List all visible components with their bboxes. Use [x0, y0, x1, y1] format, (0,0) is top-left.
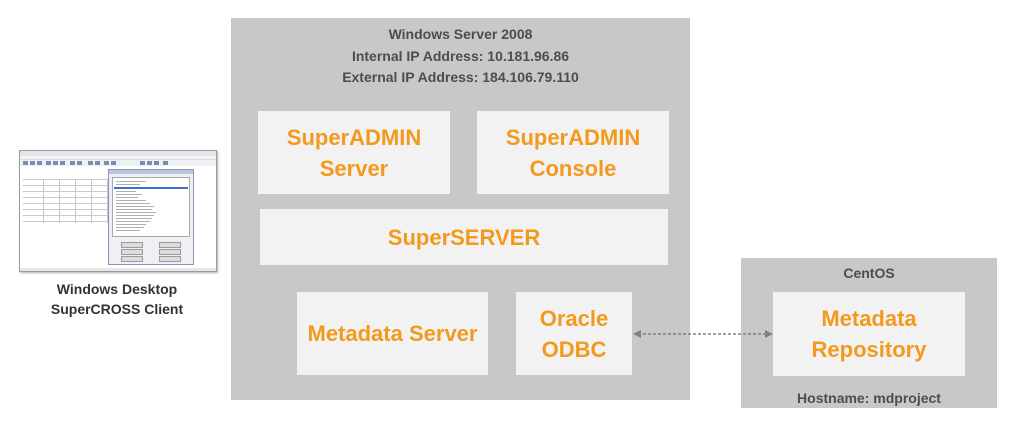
client-caption-line1: Windows Desktop — [56, 281, 178, 297]
client-caption-line2: SuperCROSS Client — [50, 301, 184, 317]
metadata-repository-box: Metadata Repository — [773, 292, 965, 376]
metadata-server-box: Metadata Server — [297, 292, 488, 375]
hostname-label: Hostname: mdproject — [797, 390, 941, 406]
supercross-client-screenshot — [19, 150, 217, 272]
windows-server-title: Windows Server 2008 — [388, 26, 533, 42]
windows-server-panel: Windows Server 2008 Internal IP Address:… — [231, 18, 690, 400]
centos-title: CentOS — [843, 265, 895, 281]
oracle-odbc-box: Oracle ODBC — [516, 292, 632, 375]
internal-ip-address: Internal IP Address: 10.181.96.86 — [351, 48, 570, 64]
superserver-box: SuperSERVER — [260, 209, 668, 265]
superadmin-console-box: SuperADMIN Console — [477, 111, 669, 194]
centos-panel: CentOS Metadata Repository Hostname: mdp… — [741, 258, 997, 408]
superadmin-server-box: SuperADMIN Server — [258, 111, 450, 194]
external-ip-address: External IP Address: 184.106.79.110 — [342, 69, 579, 85]
client-caption: Windows Desktop SuperCROSS Client — [0, 279, 234, 319]
